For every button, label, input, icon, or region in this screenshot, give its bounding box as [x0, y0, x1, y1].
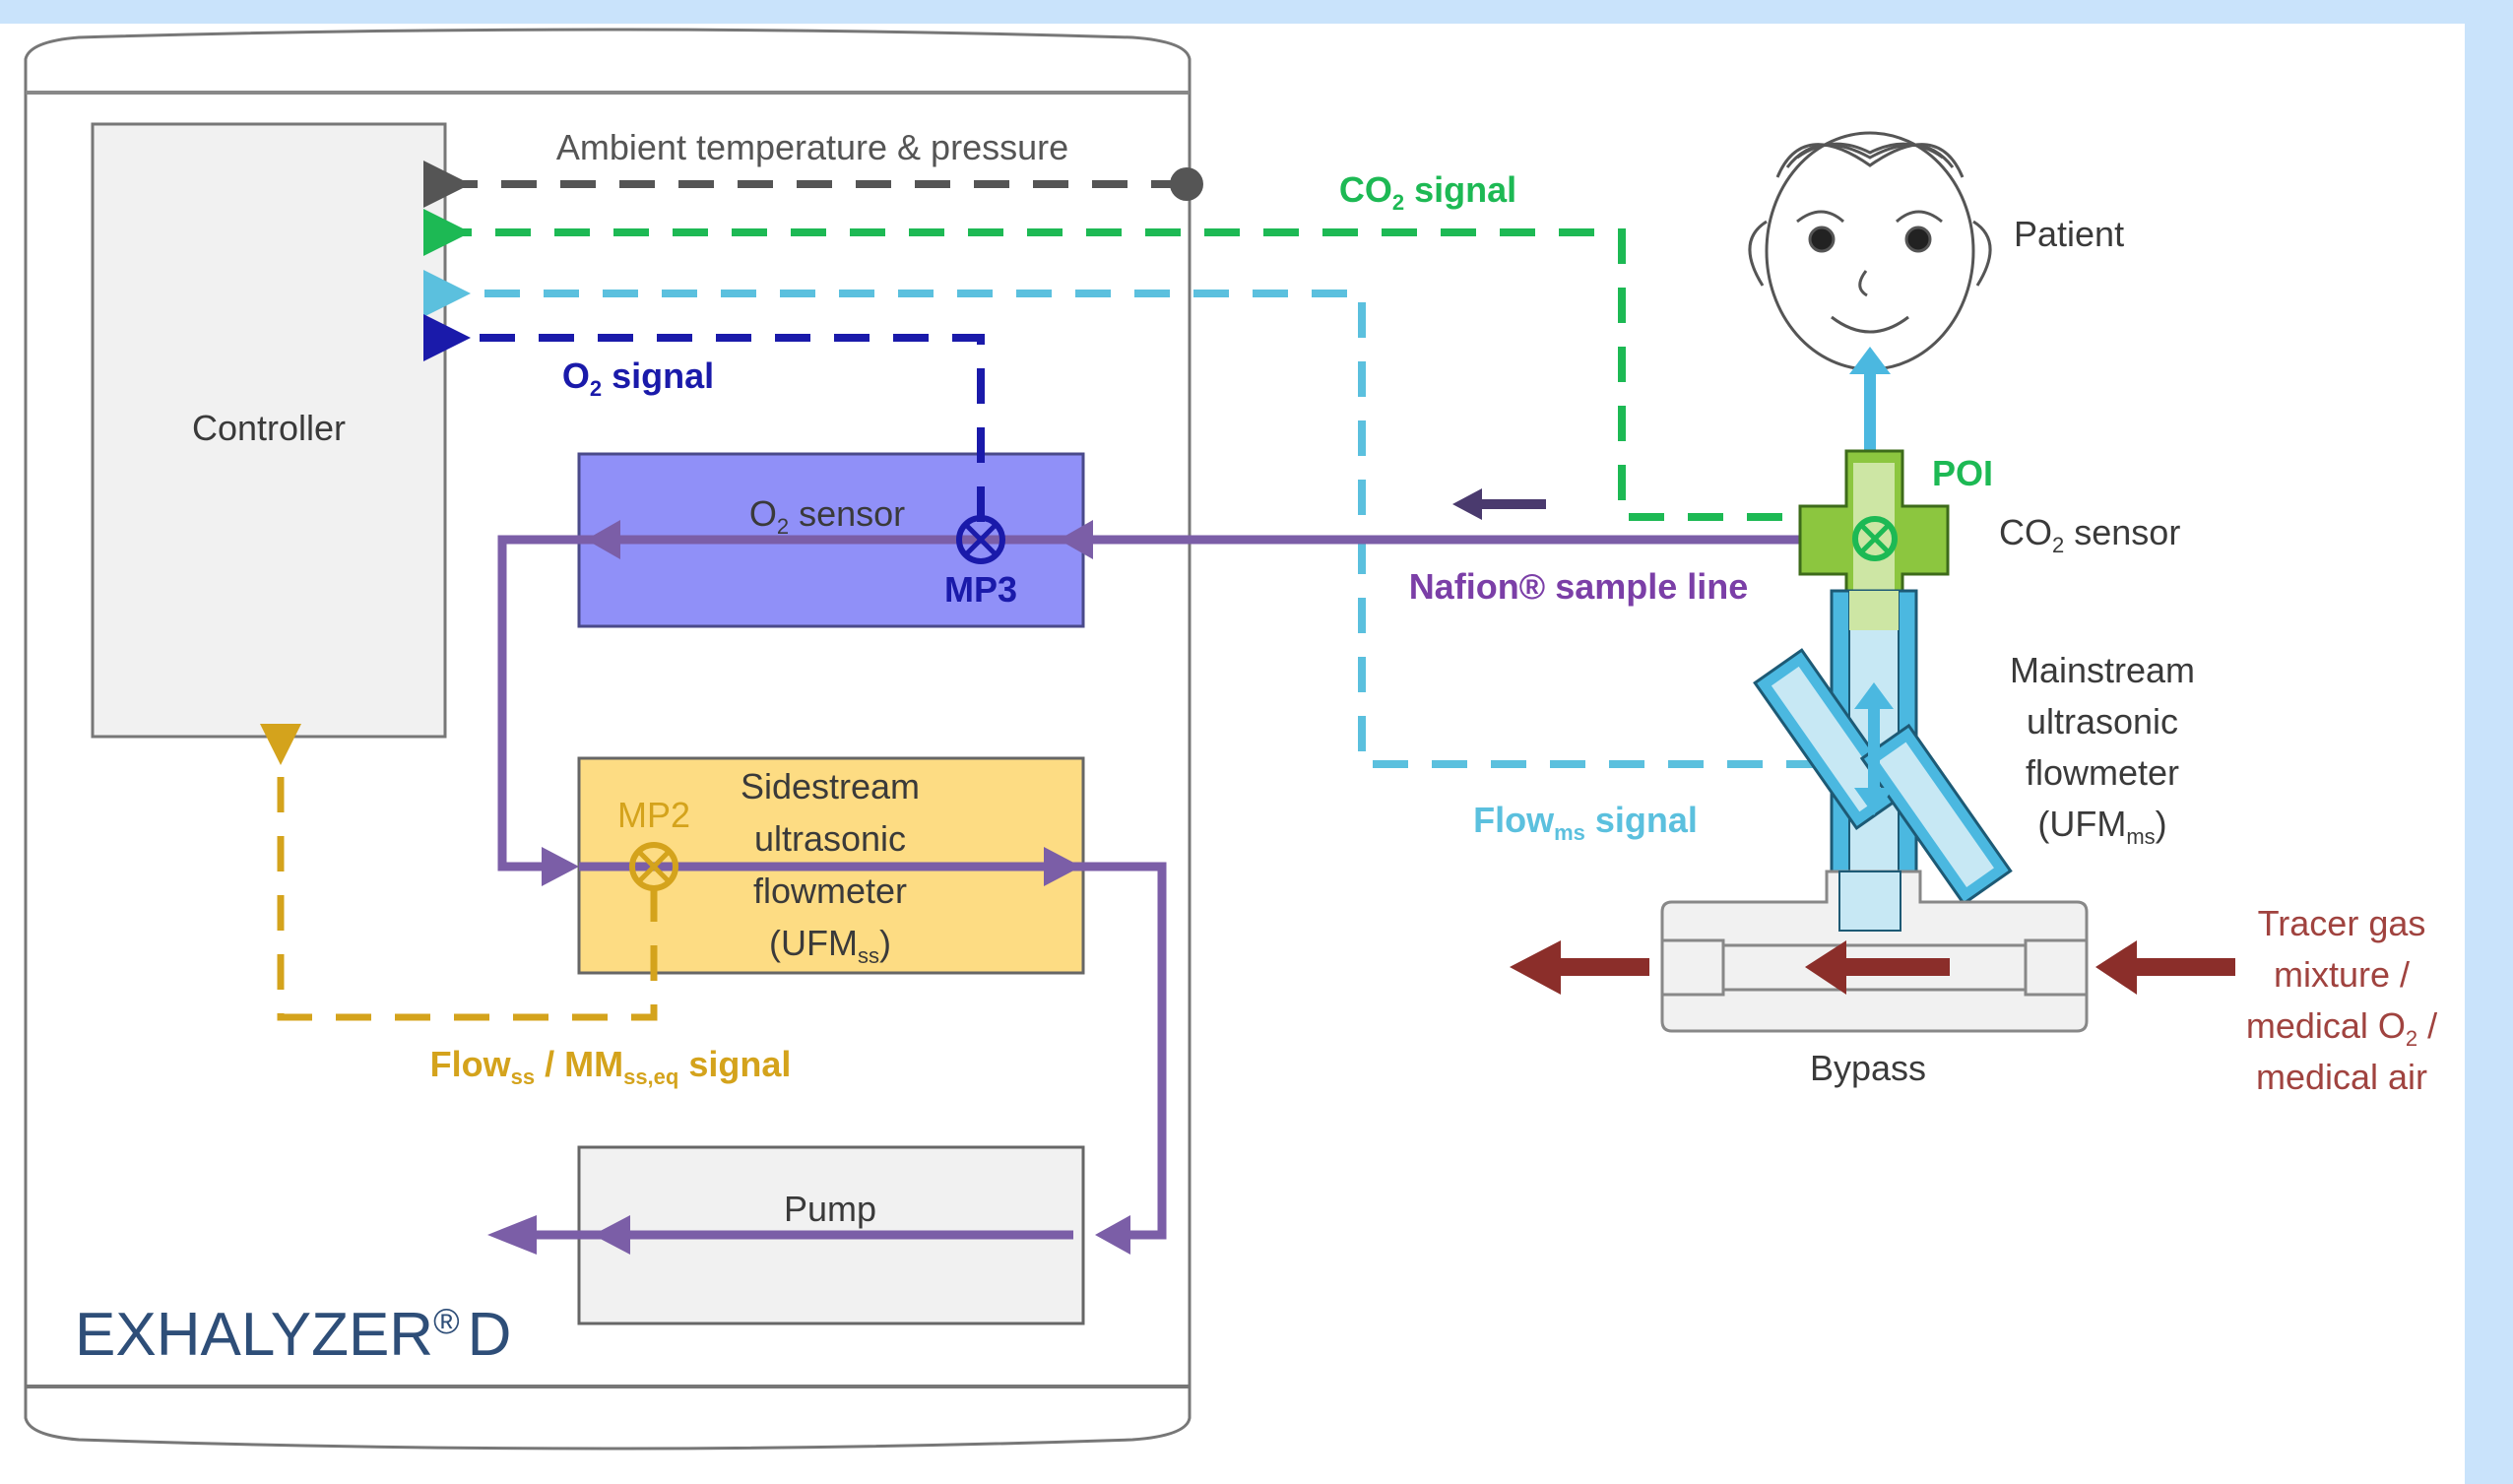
patient-label: Patient: [2014, 214, 2124, 254]
mp3-label: MP3: [944, 569, 1017, 610]
exhalyzer-logo: EXHALYZER®D: [75, 1301, 511, 1369]
sidestream-label-2: ultrasonic: [754, 818, 906, 859]
mainstream-label-1: Mainstream: [2010, 650, 2195, 690]
tracer-bypass-arrow-icon: [1841, 958, 1950, 976]
patient-face-icon: [1748, 131, 1992, 371]
controller-block: Controller: [91, 122, 447, 739]
o2-signal-label: O2 signal: [562, 355, 714, 401]
flow-ms-signal-label: Flowms signal: [1473, 800, 1698, 845]
mainstream-label-2: ultrasonic: [2027, 701, 2178, 742]
co2-signal-label: CO2 signal: [1339, 169, 1516, 215]
mp3-measure-point-icon: [956, 515, 1005, 564]
controller-label: Controller: [192, 408, 346, 448]
bypass-icon: [1660, 870, 2089, 1033]
sidestream-label-3: flowmeter: [753, 871, 907, 911]
flow-ss-signal-line: Flowss / MMss,eq signal: [260, 724, 792, 1089]
o2-sensor-label: O2 sensor: [749, 493, 905, 539]
mainstream-flowmeter-icon: [1753, 589, 2013, 928]
o2-signal-line: O2 signal: [423, 314, 985, 522]
tracer-label-4: medical air: [2256, 1057, 2427, 1097]
tracer-outlet-arrow-icon: [1556, 958, 1649, 976]
co2-signal-line: CO2 signal: [423, 169, 1841, 521]
tracer-inlet-arrow-icon: [2132, 958, 2235, 976]
sidestream-label-4: (UFMss): [769, 923, 891, 968]
tracer-label-3: medical O2 /: [2246, 1005, 2437, 1051]
tracer-gas-flow-arrows: [1510, 940, 2235, 995]
mainstream-label-3: flowmeter: [2026, 752, 2179, 793]
flow-ss-signal-label: Flowss / MMss,eq signal: [430, 1044, 792, 1089]
sidestream-label-1: Sidestream: [741, 766, 920, 807]
sample-direction-arrow-icon: [1452, 488, 1546, 520]
ambient-signal-line: Ambient temperature & pressure: [423, 127, 1203, 208]
mp2-measure-point-icon: [629, 842, 678, 891]
co2-sensor-label: CO2 sensor: [1999, 512, 2180, 557]
flow-ms-signal-line: Flowms signal: [423, 270, 1822, 845]
mp2-label: MP2: [617, 795, 690, 835]
ambient-signal-label: Ambient temperature & pressure: [556, 127, 1068, 167]
ambient-sensor-dot: [1170, 167, 1203, 201]
pump-label: Pump: [784, 1189, 876, 1229]
bypass-label: Bypass: [1810, 1048, 1926, 1088]
tracer-label-2: mixture /: [2274, 954, 2410, 995]
mainstream-label-4: (UFMms): [2037, 804, 2166, 849]
sample-line-label: Nafion® sample line: [1409, 566, 1749, 607]
sample-gas-line: [487, 520, 1866, 1255]
poi-label: POI: [1932, 453, 1993, 493]
tracer-label-1: Tracer gas: [2258, 903, 2426, 943]
